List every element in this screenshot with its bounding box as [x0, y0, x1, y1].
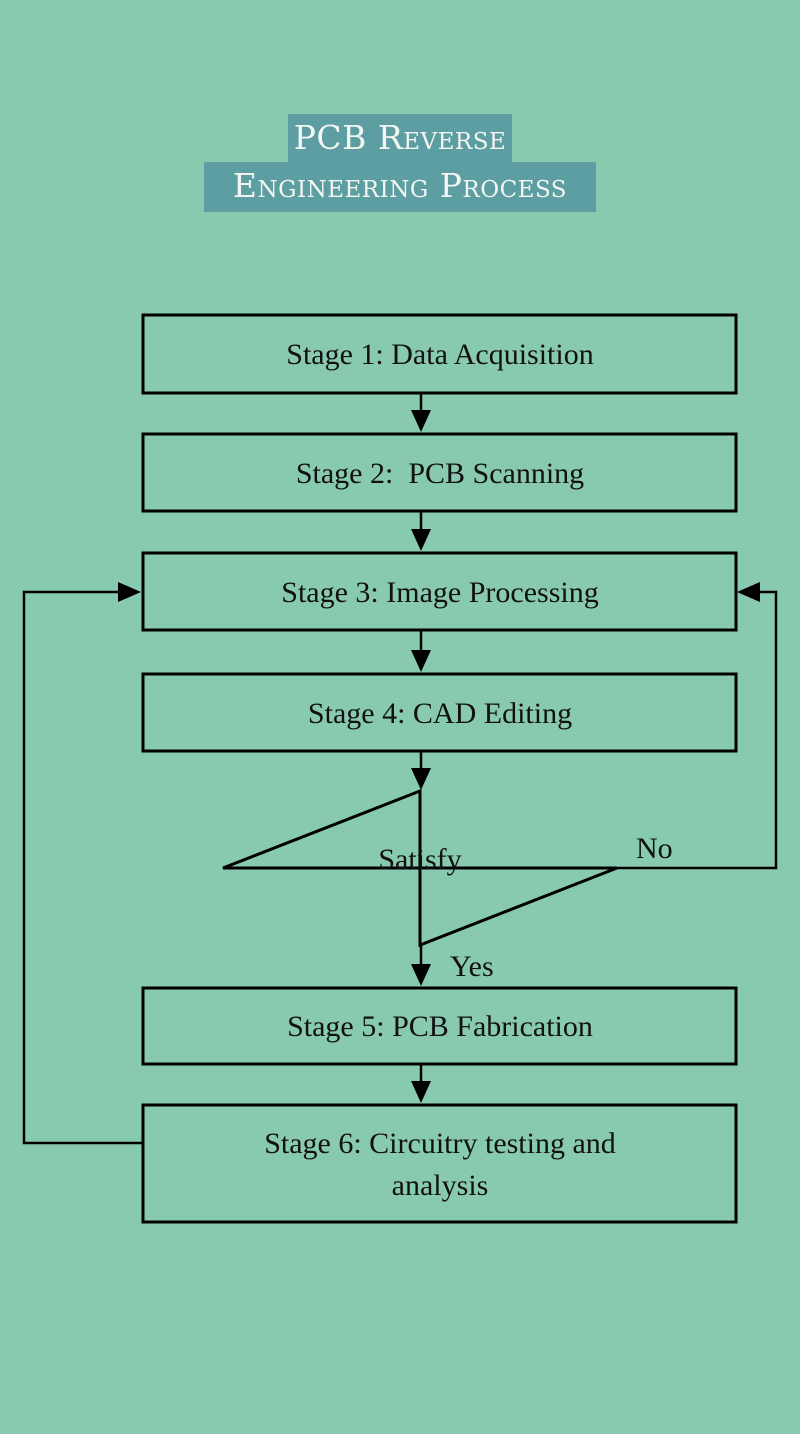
edge-stage2-stage3: [411, 511, 431, 551]
decision-node: Satisfy: [222, 788, 618, 948]
arrow-down-icon: [411, 410, 431, 432]
stage-6-label-line-1: Stage 6: Circuitry testing and: [264, 1127, 616, 1160]
yes-label: Yes: [450, 950, 494, 983]
edge-stage1-stage2: [411, 393, 431, 432]
stage-1-box: [141, 313, 738, 395]
stage-5-node: Stage 5: PCB Fabrication: [141, 986, 738, 1066]
stage-3-label: Stage 3: Image Processing: [281, 576, 598, 609]
stage-5-label: Stage 5: PCB Fabrication: [287, 1010, 593, 1043]
stage-6-node: Stage 6: Circuitry testing and analysis: [141, 1103, 738, 1224]
edge-stage6-stage3: [22, 582, 143, 1145]
stage-4-box: [141, 672, 738, 753]
no-label: No: [636, 832, 673, 865]
edge-stage3-stage4: [411, 630, 431, 672]
arrow-right-icon: [118, 582, 141, 602]
arrow-left-icon: [737, 582, 760, 602]
stage-1-node: Stage 1: Data Acquisition: [141, 313, 738, 395]
edge-decision-stage5: Yes: [411, 945, 494, 986]
stage-2-box: [141, 432, 738, 513]
stage-5-box: [141, 986, 738, 1066]
edge-stage4-decision: [411, 751, 431, 790]
arrow-down-icon: [411, 768, 431, 790]
title-line-2: Engineering Process: [204, 162, 596, 212]
arrow-down-icon: [411, 529, 431, 551]
decision-label: Satisfy: [378, 843, 461, 876]
arrow-down-icon: [411, 964, 431, 986]
arrow-down-icon: [411, 1081, 431, 1103]
arrow-down-icon: [411, 650, 431, 672]
title-line-1: PCB Reverse: [288, 114, 512, 162]
stage-6-label-line-2: analysis: [392, 1169, 489, 1202]
edge-decision-stage3-no: No: [617, 582, 778, 870]
stage-2-label: Stage 2: PCB Scanning: [296, 457, 584, 490]
stage-6-box: [141, 1103, 738, 1224]
stage-2-node: Stage 2: PCB Scanning: [141, 432, 738, 513]
edge-stage5-stage6: [411, 1064, 431, 1103]
stage-3-node: Stage 3: Image Processing: [141, 551, 738, 632]
stage-4-node: Stage 4: CAD Editing: [141, 672, 738, 753]
stage-4-label: Stage 4: CAD Editing: [308, 697, 572, 730]
stage-1-label: Stage 1: Data Acquisition: [286, 338, 593, 371]
stage-3-box: [141, 551, 738, 632]
